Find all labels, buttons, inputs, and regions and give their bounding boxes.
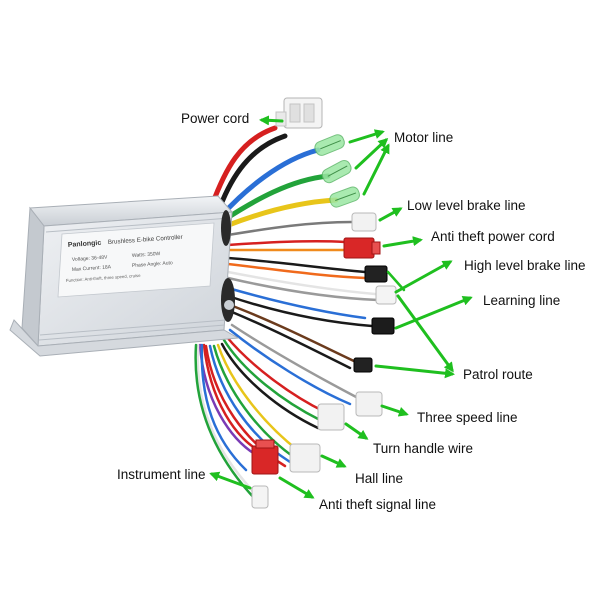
wire-turn-handle-green	[222, 338, 322, 422]
wire-learning-white	[226, 270, 377, 296]
label-turn-handle-wire: Turn handle wire	[373, 441, 474, 456]
wire-bundle	[194, 125, 380, 502]
arrow-high-brake-2	[394, 260, 453, 294]
grommet-lower	[221, 278, 235, 322]
label-three-speed-line: Three speed line	[417, 410, 518, 425]
high-brake-connector	[364, 265, 388, 283]
label-learning-line: Learning line	[483, 293, 561, 308]
arrow-instrument	[209, 471, 252, 490]
wire-low-brake	[226, 220, 354, 237]
wire-learning-gray	[226, 276, 380, 302]
wire-antitheft-power-red	[226, 239, 347, 247]
arrow-low-brake	[378, 207, 403, 222]
arrow-power-cord	[259, 115, 284, 126]
device-watts: Watts: 350W	[132, 251, 161, 259]
device-brand: Panlongic	[68, 240, 102, 249]
arrow-motor-1	[348, 129, 385, 144]
arrow-anti-theft-power	[382, 236, 423, 248]
arrow-learning	[394, 295, 473, 330]
arrow-turn-handle	[344, 422, 369, 440]
connectors	[251, 97, 397, 509]
motor-connector-2	[321, 159, 352, 184]
wire-motor-green	[221, 173, 331, 223]
housing-flange	[9, 319, 240, 357]
power-connector	[275, 97, 323, 129]
label-motor-line: Motor line	[394, 130, 454, 145]
callout-arrows	[209, 115, 473, 499]
label-high-level-brake-line: High level brake line	[464, 258, 586, 273]
turn-handle-connector	[317, 403, 345, 431]
wire-hall-green	[212, 344, 297, 460]
wire-hall-yellow	[216, 343, 302, 454]
wire-high-brake-black	[226, 256, 367, 274]
instrument-connector	[251, 485, 269, 509]
label-anti-theft-signal-line: Anti theft signal line	[319, 497, 437, 512]
wire-motor-blue	[219, 147, 321, 218]
device-phase: Phase Angle: Auto	[132, 260, 173, 269]
device-voltage: Voltage: 36-48V	[72, 254, 109, 263]
wire-high-brake-orange	[226, 262, 367, 280]
low-brake-connector	[351, 212, 377, 232]
motor-connector-3	[329, 186, 360, 208]
wire-patrol-brown	[228, 303, 358, 364]
label-patrol-route: Patrol route	[463, 367, 533, 382]
wire-turn-handle-black	[220, 342, 320, 430]
arrow-anti-theft-signal	[278, 476, 315, 499]
arrow-patrol-1	[396, 294, 454, 373]
arrow-motor-2	[354, 137, 389, 170]
device-current: Max Current: 18A	[72, 264, 112, 273]
arrow-high-brake-1	[386, 270, 406, 292]
learning-connector-black	[371, 317, 395, 335]
label-low-brake-line: Low level brake line	[407, 198, 526, 213]
controller-housing: Panlongic Brushless E-bike Controller Vo…	[9, 195, 240, 357]
patrol-connector	[353, 357, 373, 373]
device-functions: Function: Anti-theft, three speed, cruis…	[66, 273, 142, 283]
device-label: Panlongic Brushless E-bike Controller Vo…	[57, 222, 215, 298]
wire-patrol-black	[230, 310, 352, 370]
label-hall-line: Hall line	[355, 471, 404, 486]
label-power-cord: Power cord	[181, 111, 250, 126]
wire-instrument-white	[196, 343, 254, 492]
wire-learn-black	[226, 294, 374, 328]
anti-theft-signal-connector	[251, 439, 279, 475]
learning-connector-white	[375, 285, 397, 305]
grommet-upper	[221, 210, 231, 246]
wire-power-black	[217, 133, 288, 210]
wire-turn-handle-red	[224, 334, 327, 414]
wire-learn-blue	[226, 286, 367, 320]
arrow-patrol-2	[374, 364, 455, 379]
wire-three-speed	[230, 323, 360, 400]
three-speed-connector	[355, 391, 383, 417]
wire-power-red	[209, 125, 278, 208]
hall-connector	[289, 443, 321, 473]
arrow-motor-3	[362, 143, 390, 196]
motor-connector-1	[314, 134, 345, 156]
wire-instrument-blue	[200, 343, 248, 472]
wire-three-speed-2	[228, 328, 352, 406]
arrow-three-speed	[380, 404, 409, 417]
arrow-hall	[320, 454, 347, 468]
label-anti-theft-power-cord: Anti theft power cord	[431, 229, 555, 244]
anti-theft-power-connector	[343, 237, 381, 259]
wire-motor-yellow	[223, 197, 339, 229]
label-instrument-line: Instrument line	[117, 467, 206, 482]
